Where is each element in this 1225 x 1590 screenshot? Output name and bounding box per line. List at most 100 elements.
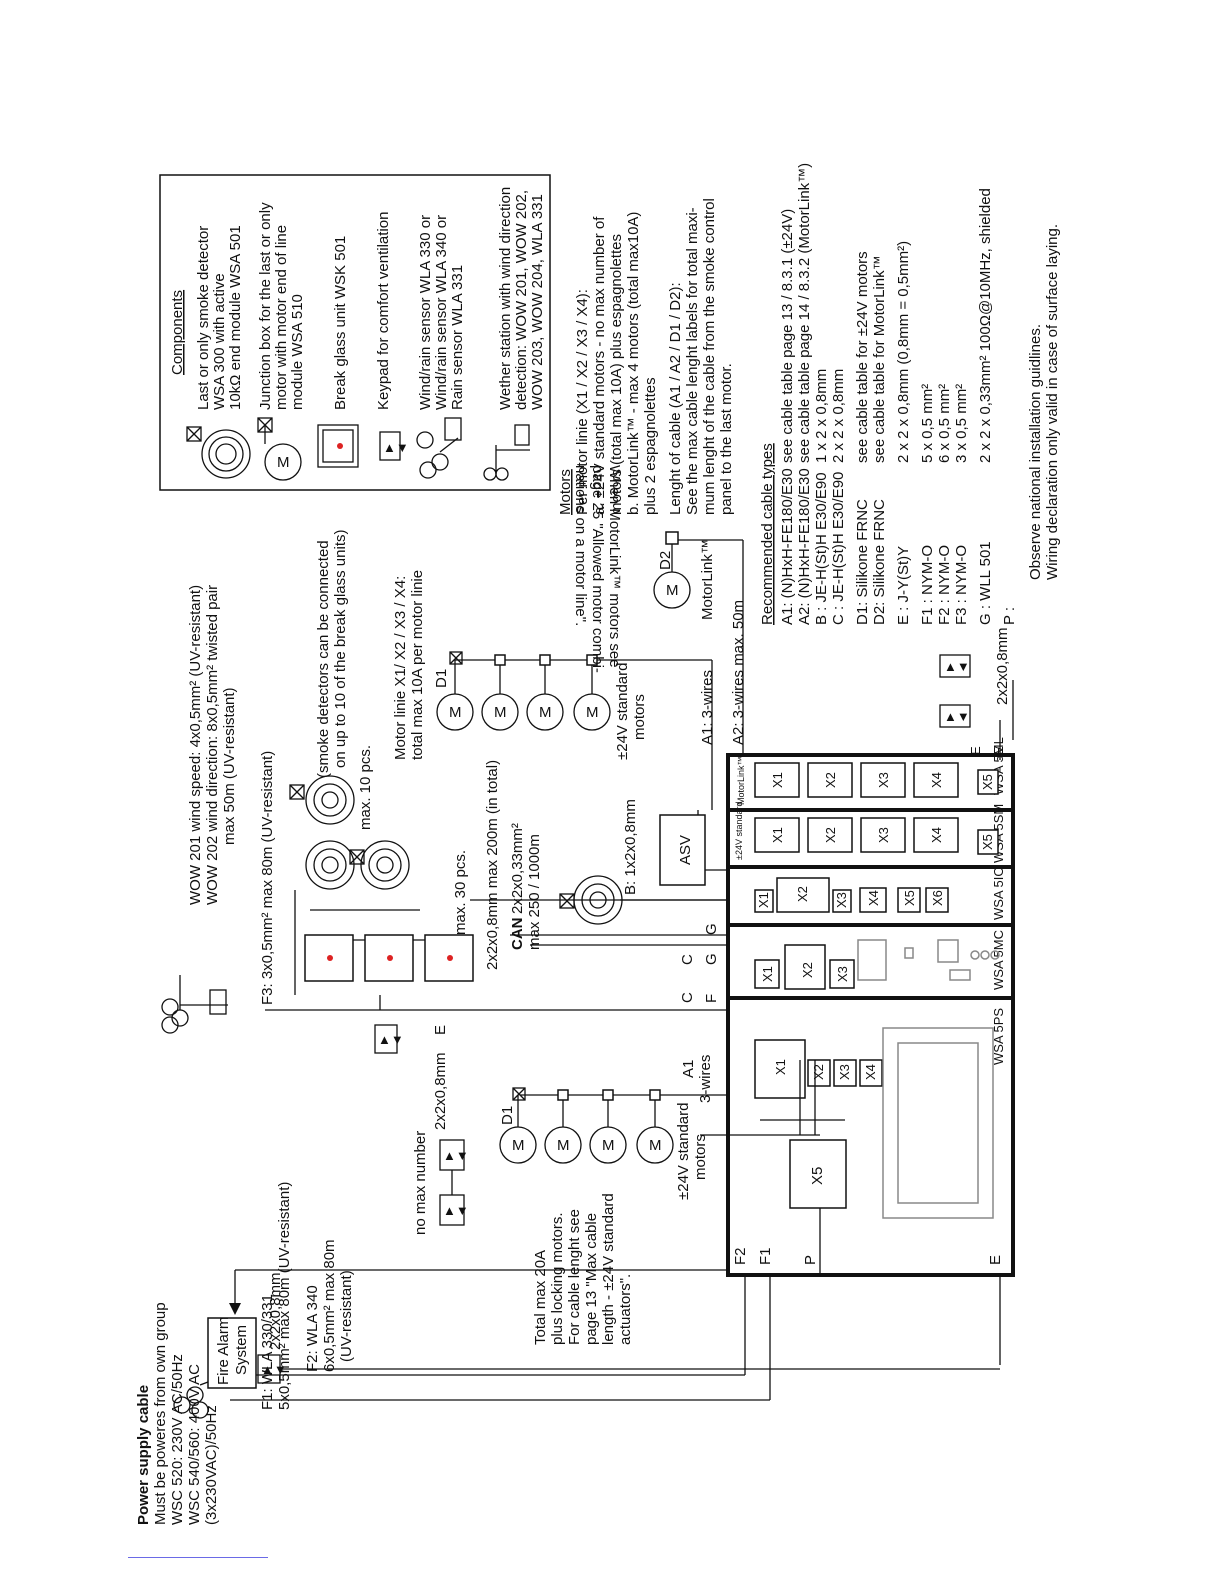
svg-text:X4: X4	[929, 772, 944, 788]
e-tag-2: E	[991, 746, 1006, 755]
svg-text:actuators".: actuators".	[617, 1274, 634, 1345]
svg-text:Wind/rain sensor WLA 330 or: Wind/rain sensor WLA 330 or	[417, 215, 434, 410]
svg-text:M: M	[557, 1137, 570, 1154]
svg-text:F: F	[703, 994, 720, 1003]
svg-text:plus locking motors.: plus locking motors.	[549, 1212, 566, 1345]
svg-text:motors: motors	[631, 694, 648, 740]
junction-box-icon: M	[257, 417, 302, 481]
svg-text:M: M	[602, 1137, 615, 1154]
svg-text:no max number: no max number	[412, 1131, 429, 1235]
f1-sensor-label: F1: WLA 330/331 5x0,5mm² max 80m (UV-res…	[259, 1182, 293, 1410]
e-tag-bottom: E	[987, 1255, 1004, 1265]
a1-top-label: A1: 3-wires	[699, 670, 716, 745]
svg-text:System: System	[233, 1325, 250, 1375]
svg-text:F1: WLA 330/331: F1: WLA 330/331	[259, 1294, 276, 1410]
svg-text:see cable table for MotorLink™: see cable table for MotorLink™	[871, 255, 888, 463]
svg-text:Observe national installation: Observe national installation guidlines.	[1027, 324, 1044, 580]
svg-text:X1: X1	[756, 892, 771, 908]
svg-text:X1: X1	[760, 966, 775, 982]
svg-text:WSC 520: 230V AC/50Hz: WSC 520: 230V AC/50Hz	[169, 1354, 186, 1525]
svg-text:F2: WLA 340: F2: WLA 340	[304, 1285, 321, 1372]
smoke-detector-icon	[186, 426, 251, 479]
svg-text:Wiring declaration only valid: Wiring declaration only valid in case of…	[1044, 224, 1061, 580]
svg-text:Motors: Motors	[557, 469, 574, 515]
svg-text:a. ±24V standard motors - no: a. ±24V standard motors - no max number …	[591, 216, 608, 515]
std-motors-top-label: ±24V standard motors	[614, 663, 648, 760]
svg-text:X2: X2	[795, 886, 810, 902]
svg-text:M: M	[666, 582, 679, 599]
svg-text:see cable table for ±24V motor: see cable table for ±24V motors	[854, 251, 871, 463]
svg-text:Keypad for comfort ventilation: Keypad for comfort ventilation	[375, 212, 392, 410]
svg-text:Power supply cable: Power supply cable	[135, 1385, 152, 1525]
svg-text:see cable table page 13 / 8.3.: see cable table page 13 / 8.3.1 (±24V)	[779, 209, 796, 463]
svg-text:±24V standard: ±24V standard	[614, 663, 631, 760]
power-supply-note: Power supply cable Must be poweres from …	[135, 1302, 220, 1525]
svg-text:Wind/rain sensor WLA 340 or: Wind/rain sensor WLA 340 or	[433, 215, 450, 410]
svg-text:(smoke detectors can be connec: (smoke detectors can be connected	[315, 540, 332, 778]
svg-text:M: M	[649, 1137, 662, 1154]
svg-text:C: C	[679, 992, 696, 1003]
svg-text:Must be poweres from own group: Must be poweres from own group	[152, 1302, 169, 1525]
svg-text:E: E	[432, 1025, 449, 1035]
svg-text:2x2x0,8mm: 2x2x0,8mm	[267, 1272, 284, 1350]
svg-text:plus 2 espagnolettes: plus 2 espagnolettes	[642, 377, 659, 515]
svg-text:X4: X4	[863, 1064, 878, 1080]
svg-text:X3: X3	[837, 1064, 852, 1080]
svg-text:motors: motors	[692, 1134, 709, 1180]
svg-text:E : J-Y(St)Y: E : J-Y(St)Y	[895, 546, 912, 625]
svg-text:Total max 20A: Total max 20A	[532, 1250, 549, 1345]
footer-rule	[128, 1557, 268, 1558]
svg-text:X2: X2	[800, 962, 815, 978]
svg-text:Break glass unit WSK 501: Break glass unit WSK 501	[332, 236, 349, 410]
svg-text:see cable table page 14 / 8.3.: see cable table page 14 / 8.3.2 (MotorLi…	[796, 163, 813, 463]
svg-text:module WSA 510: module WSA 510	[289, 294, 306, 410]
svg-text:▲▼: ▲▼	[378, 1032, 404, 1047]
svg-text:▲▼: ▲▼	[261, 1362, 287, 1377]
legend-item-5: Wind/rain sensor WLA 330 or Wind/rain se…	[417, 215, 466, 410]
f-tag: F	[703, 994, 720, 1003]
svg-text:Recommended cable types: Recommended cable types	[759, 443, 776, 625]
f2-sensor-label: F2: WLA 340 6x0,5mm² max 80m (UV-resista…	[304, 1239, 355, 1372]
svg-text:1 x 2 x 0,8mm: 1 x 2 x 0,8mm	[813, 369, 830, 463]
svg-text:F1: F1	[757, 1247, 774, 1265]
svg-text:X5: X5	[980, 834, 995, 850]
svg-text:detection: WOW 201, WOW 202,: detection: WOW 201, WOW 202,	[513, 190, 530, 410]
svg-text:X3: X3	[834, 892, 849, 908]
asv-box: ASV	[659, 814, 706, 886]
e-mid-label: 2x2x0,8mm	[432, 1052, 449, 1130]
svg-text:2 x 2 x 0,8mm: 2 x 2 x 0,8mm	[830, 369, 847, 463]
svg-text:X5: X5	[980, 774, 995, 790]
svg-text:10kΩ end module WSA 501: 10kΩ end module WSA 501	[227, 225, 244, 410]
max10-label: max. 10 pcs.	[357, 745, 374, 830]
svg-text:total max 10A per motor linie: total max 10A per motor linie	[409, 570, 426, 760]
e-max200-label: 2x2x0,8mm max 200m (in total)	[484, 760, 501, 970]
a1-bottom-label: A1 3-wires	[680, 1055, 714, 1103]
svg-text:nations on a motor line".: nations on a motor line".	[572, 465, 589, 626]
fire-alarm-box: Fire Alarm System	[207, 1317, 257, 1389]
svg-text:X1: X1	[770, 827, 785, 843]
svg-text:6x0,5mm² max 80m: 6x0,5mm² max 80m	[321, 1239, 338, 1372]
svg-text:A2: 3-wires max. 50m: A2: 3-wires max. 50m	[730, 600, 747, 745]
svg-text:M: M	[277, 454, 290, 471]
svg-text:max. 30 pcs.: max. 30 pcs.	[452, 850, 469, 935]
motors-top: M M M M	[436, 651, 611, 731]
svg-text:M: M	[586, 704, 599, 721]
b-smoke-detector	[559, 875, 623, 925]
weather-station-icon	[483, 424, 530, 481]
e-tag-1: E	[968, 746, 983, 755]
legend-item-1: Last or only smoke detector WSA 300 with…	[195, 225, 244, 410]
legend-title: Components	[169, 290, 186, 375]
svg-text:MotorLink™: MotorLink™	[699, 539, 716, 620]
svg-text:G : WLL 501: G : WLL 501	[977, 541, 994, 625]
svg-text:page 25 "Allowed motor combi-: page 25 "Allowed motor combi-	[589, 465, 606, 673]
svg-text:2 x 2 x 0,33mm² 100Ω@10MHz, sh: 2 x 2 x 0,33mm² 100Ω@10MHz, shielded	[977, 188, 994, 463]
svg-text:E: E	[991, 746, 1006, 755]
svg-text:F1 : NYM-O: F1 : NYM-O	[919, 545, 936, 625]
module-wsa-5sm: WSA 5SM ±24V standard X1 X2 X3 X4 X5	[734, 802, 1006, 863]
d1-bottom-tag: D1	[499, 1106, 516, 1125]
svg-text:F3: 3x0,5mm² max 80m (UV-resis: F3: 3x0,5mm² max 80m (UV-resistant)	[259, 751, 276, 1005]
svg-text:Per motor linie (X1 / X2 / X3: Per motor linie (X1 / X2 / X3 / X4):	[574, 289, 591, 515]
b-cable-label: B: 1x2x0,8mm	[622, 799, 639, 895]
svg-text:C: C	[679, 954, 696, 965]
module-wsa-5io: WSA 5IO X1 X2 X3 X4 X5 X6	[754, 867, 1006, 920]
